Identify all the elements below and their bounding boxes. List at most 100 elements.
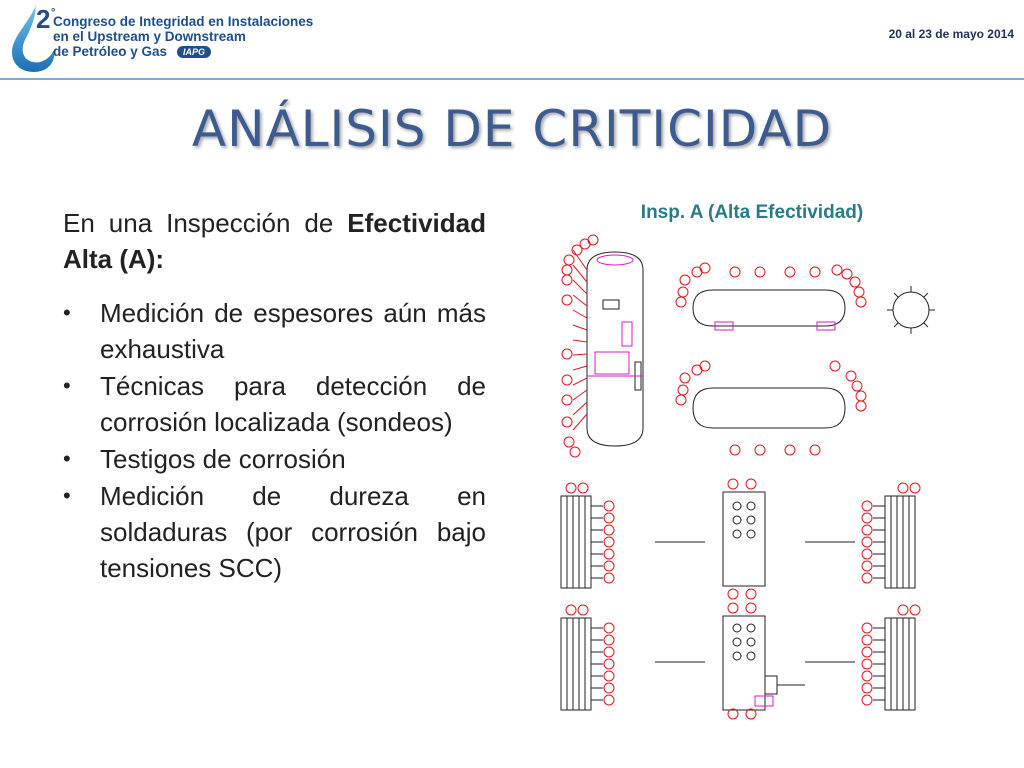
inspection-marker [569, 446, 581, 458]
inspection-marker [841, 268, 853, 280]
inspection-marker [699, 262, 711, 274]
drawing-line [572, 279, 588, 295]
tube-bundle [890, 495, 898, 589]
inspection-marker [861, 512, 873, 524]
tube-bundle [566, 617, 574, 711]
inspection-marker [909, 604, 921, 616]
tube-hole [746, 623, 756, 633]
slide-title: ANÁLISIS DE CRITICIDAD [191, 100, 833, 158]
inspection-marker [603, 512, 615, 524]
drawing-line [893, 292, 899, 298]
inspection-marker [561, 374, 573, 386]
weld-band [714, 321, 734, 331]
tube-hole [732, 651, 742, 661]
weld-band [621, 321, 633, 347]
bullet-item: Testigos de corrosión [63, 441, 486, 477]
weld-band [594, 351, 630, 375]
tube-hole [732, 623, 742, 633]
inspection-marker [603, 670, 615, 682]
inspection-marker [727, 588, 739, 600]
tube-bundle [560, 495, 568, 589]
inspection-marker [577, 604, 589, 616]
inspection-marker [563, 254, 575, 266]
tube-bundle [884, 495, 892, 589]
content-text: En una Inspección de Efectividad Alta (A… [63, 205, 486, 587]
tube-bundle [896, 617, 904, 711]
inspection-marker [784, 266, 796, 278]
intro-paragraph: En una Inspección de Efectividad Alta (A… [63, 205, 486, 277]
inspection-marker [679, 372, 691, 384]
inspection-marker [727, 708, 739, 720]
inspection-marker [809, 266, 821, 278]
iapg-badge: IAPG [177, 46, 212, 59]
inspection-marker [861, 548, 873, 560]
inspection-marker [587, 234, 599, 246]
inspection-marker [754, 444, 766, 456]
tube-hole [746, 529, 756, 539]
tube-hole [746, 651, 756, 661]
tube-bundle [908, 495, 916, 589]
tube-hole [732, 515, 742, 525]
channel-head [722, 491, 766, 587]
inspection-marker [849, 276, 861, 288]
svg-text:2: 2 [36, 4, 50, 34]
inspection-marker [845, 370, 857, 382]
inspection-marker [561, 394, 573, 406]
inspection-marker [677, 286, 689, 298]
inspection-marker [909, 482, 921, 494]
inspection-marker [861, 500, 873, 512]
inspection-marker [727, 602, 739, 614]
inspection-marker [727, 478, 739, 490]
intro-bold: Efectividad Alta (A): [63, 208, 486, 274]
inspection-marker [603, 682, 615, 694]
inspection-marker [831, 264, 843, 276]
inspection-marker [861, 572, 873, 584]
inspection-marker [855, 296, 867, 308]
congress-line-3-text: de Petróleo y Gas [53, 44, 168, 59]
drawing-line [572, 264, 588, 283]
inspection-marker [677, 384, 689, 396]
inspection-marker [603, 560, 615, 572]
drawing-line [572, 353, 588, 356]
tube-hole [746, 501, 756, 511]
figure-label: Insp. A (Alta Efectividad) [640, 202, 864, 223]
inspection-marker [784, 444, 796, 456]
inspection-marker [745, 588, 757, 600]
tube-bundle [902, 495, 910, 589]
inspection-marker [699, 360, 711, 372]
vertical-vessel [586, 251, 644, 447]
tube-bundle [560, 617, 568, 711]
channel-head [722, 615, 766, 711]
congress-line-1: Congreso de Integridad en Instalaciones [53, 14, 314, 29]
inspection-marker [561, 294, 573, 306]
weld-band [754, 695, 774, 707]
inspection-marker [861, 524, 873, 536]
congress-name: Congreso de Integridad en Instalaciones … [53, 14, 313, 59]
drawing-line [572, 401, 588, 416]
inspection-marker [754, 266, 766, 278]
inspection-drawing [560, 234, 935, 720]
inspection-marker [675, 296, 687, 308]
congress-logo-icon: 2 ° [12, 4, 55, 72]
slide-header: 2 ° Congreso de Integridad en Instalacio… [0, 0, 1024, 78]
tube-hole [732, 529, 742, 539]
tube-bundle [566, 495, 574, 589]
inspection-marker [855, 400, 867, 412]
inspection-marker [855, 390, 867, 402]
bullet-item: Medición de espesores aún más exhaustiva [63, 295, 486, 367]
nozzle [602, 299, 620, 310]
inspection-marker [729, 266, 741, 278]
drawing-line [572, 339, 588, 343]
drawing-line [923, 322, 929, 328]
inspection-marker [603, 500, 615, 512]
inspection-marker [603, 646, 615, 658]
inspection-marker [851, 380, 863, 392]
inspection-marker [679, 274, 691, 286]
inspection-marker [861, 634, 873, 646]
inspection-marker [603, 548, 615, 560]
svg-text:°: ° [51, 7, 55, 19]
inspection-marker [809, 444, 821, 456]
tube-bundle [572, 495, 580, 589]
header-divider [0, 78, 1024, 80]
inspection-marker [675, 394, 687, 406]
